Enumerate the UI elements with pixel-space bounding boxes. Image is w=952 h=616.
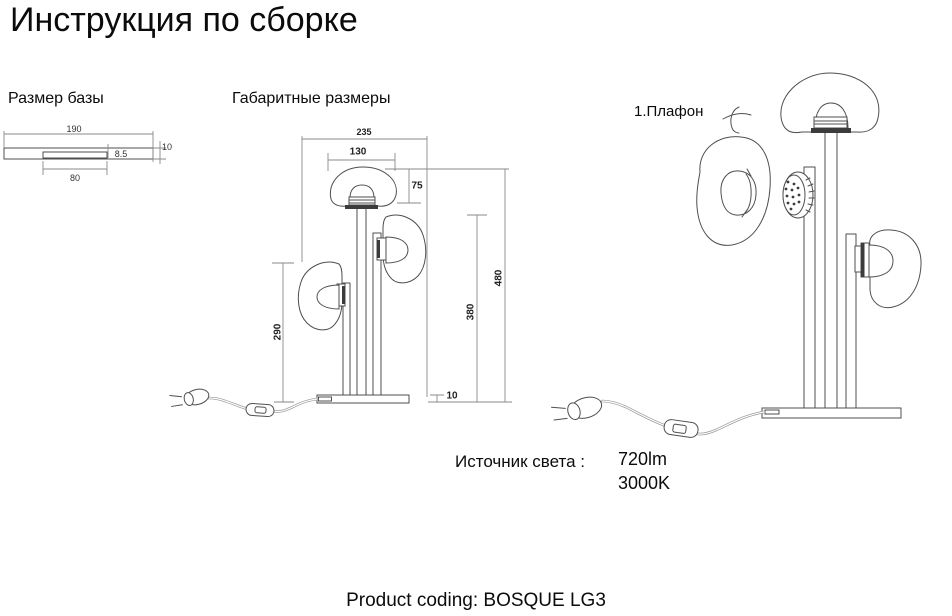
base-size-heading: Размер базы <box>8 90 104 107</box>
dim-label-base-width: 190 <box>66 124 82 134</box>
shade-flange <box>811 128 851 133</box>
dim-label-shade-width: 130 <box>349 146 367 158</box>
product-coding: Product coding: BOSQUE LG3 <box>346 590 606 611</box>
overall-dimension-lines <box>272 136 512 403</box>
lower-lamp-shade <box>854 229 922 309</box>
light-source-color-temp: 3000K <box>618 473 671 493</box>
dim-label-base-plate-height: 10 <box>446 390 458 402</box>
lamp-base-plate <box>761 407 902 419</box>
dim-label-total-width: 235 <box>356 127 372 137</box>
inline-switch <box>245 402 275 418</box>
led-module <box>782 171 815 219</box>
dim-label-lower-shade-height: 290 <box>272 323 284 341</box>
rotate-arrow-icon <box>722 106 752 134</box>
dim-label-base-recess-height: 8.5 <box>114 149 128 159</box>
lamp-rods <box>342 207 382 396</box>
power-cord <box>550 396 766 438</box>
base-side-view-drawing <box>3 131 166 175</box>
power-cord <box>169 388 319 418</box>
power-plug <box>169 388 210 407</box>
base-dimension-lines <box>3 131 166 175</box>
lamp-rods <box>803 132 857 409</box>
assembly-step-label: 1.Плафон <box>634 103 704 120</box>
right-lamp-shade <box>376 214 427 284</box>
left-lamp-shade <box>297 261 346 331</box>
detached-lamp-shade <box>696 136 771 246</box>
page-title: Инструкция по сборке <box>10 1 358 39</box>
top-lamp-shade <box>329 166 397 209</box>
led-dots <box>784 180 801 211</box>
light-source-flux: 720lm <box>618 449 668 469</box>
lamp-base-plate <box>316 394 410 404</box>
inline-switch <box>663 419 699 438</box>
power-plug <box>550 396 603 421</box>
dim-label-total-height: 480 <box>493 269 505 287</box>
assembly-exploded-drawing <box>550 72 922 438</box>
dim-label-base-height: 10 <box>161 142 173 152</box>
light-source-label: Источник света : <box>455 452 586 471</box>
dim-label-shade-height: 75 <box>411 180 423 192</box>
overall-size-heading: Габаритные размеры <box>232 90 391 107</box>
top-lamp-shade <box>780 72 880 134</box>
overall-dimensions-drawing <box>169 136 512 418</box>
shade-flange <box>345 205 378 209</box>
dim-label-base-recess-width: 80 <box>69 173 81 183</box>
base-recess-outline <box>42 151 108 159</box>
dim-label-middle-shade-height: 380 <box>465 303 477 321</box>
